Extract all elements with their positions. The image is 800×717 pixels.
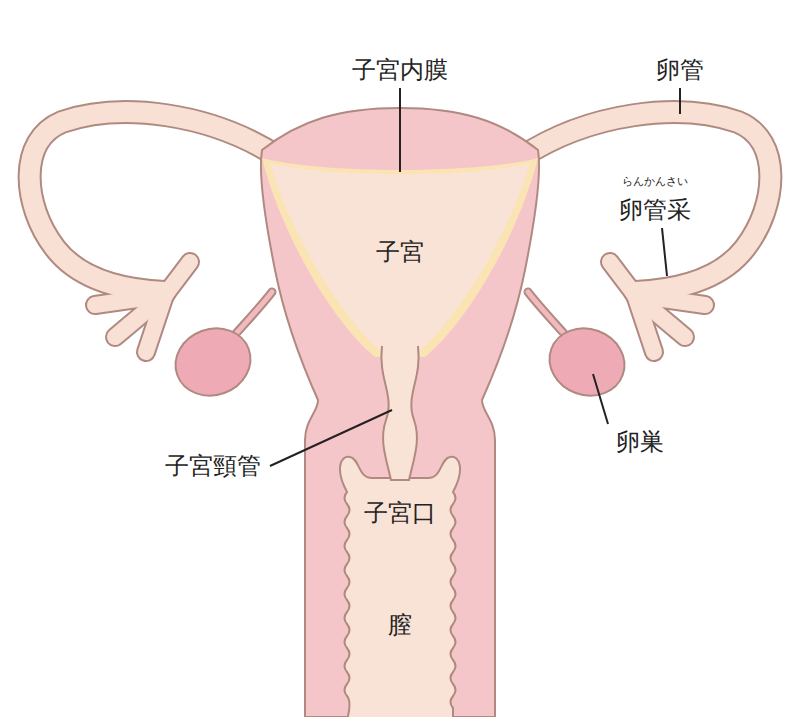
fallopian-tube-label: 卵管 xyxy=(656,56,704,85)
uterine-cavity xyxy=(270,163,530,350)
vaginal-lumen xyxy=(340,457,460,717)
vagina-label: 膣 xyxy=(388,611,412,640)
external-os-label: 子宮口 xyxy=(364,499,436,528)
cervical-canal-label: 子宮頸管 xyxy=(165,452,261,481)
uterus-label: 子宮 xyxy=(376,238,424,267)
left-adnexa xyxy=(30,112,280,406)
fimbriae-label: 卵管采 xyxy=(619,196,691,225)
ovary-label: 卵巣 xyxy=(616,428,664,457)
ruby-reading: らんかんさい xyxy=(622,175,688,188)
uterus-wall xyxy=(261,108,539,717)
endometrium xyxy=(262,158,538,357)
endometrium-label: 子宮内膜 xyxy=(352,56,448,85)
right-adnexa xyxy=(520,112,770,406)
leader-lines xyxy=(270,88,680,466)
